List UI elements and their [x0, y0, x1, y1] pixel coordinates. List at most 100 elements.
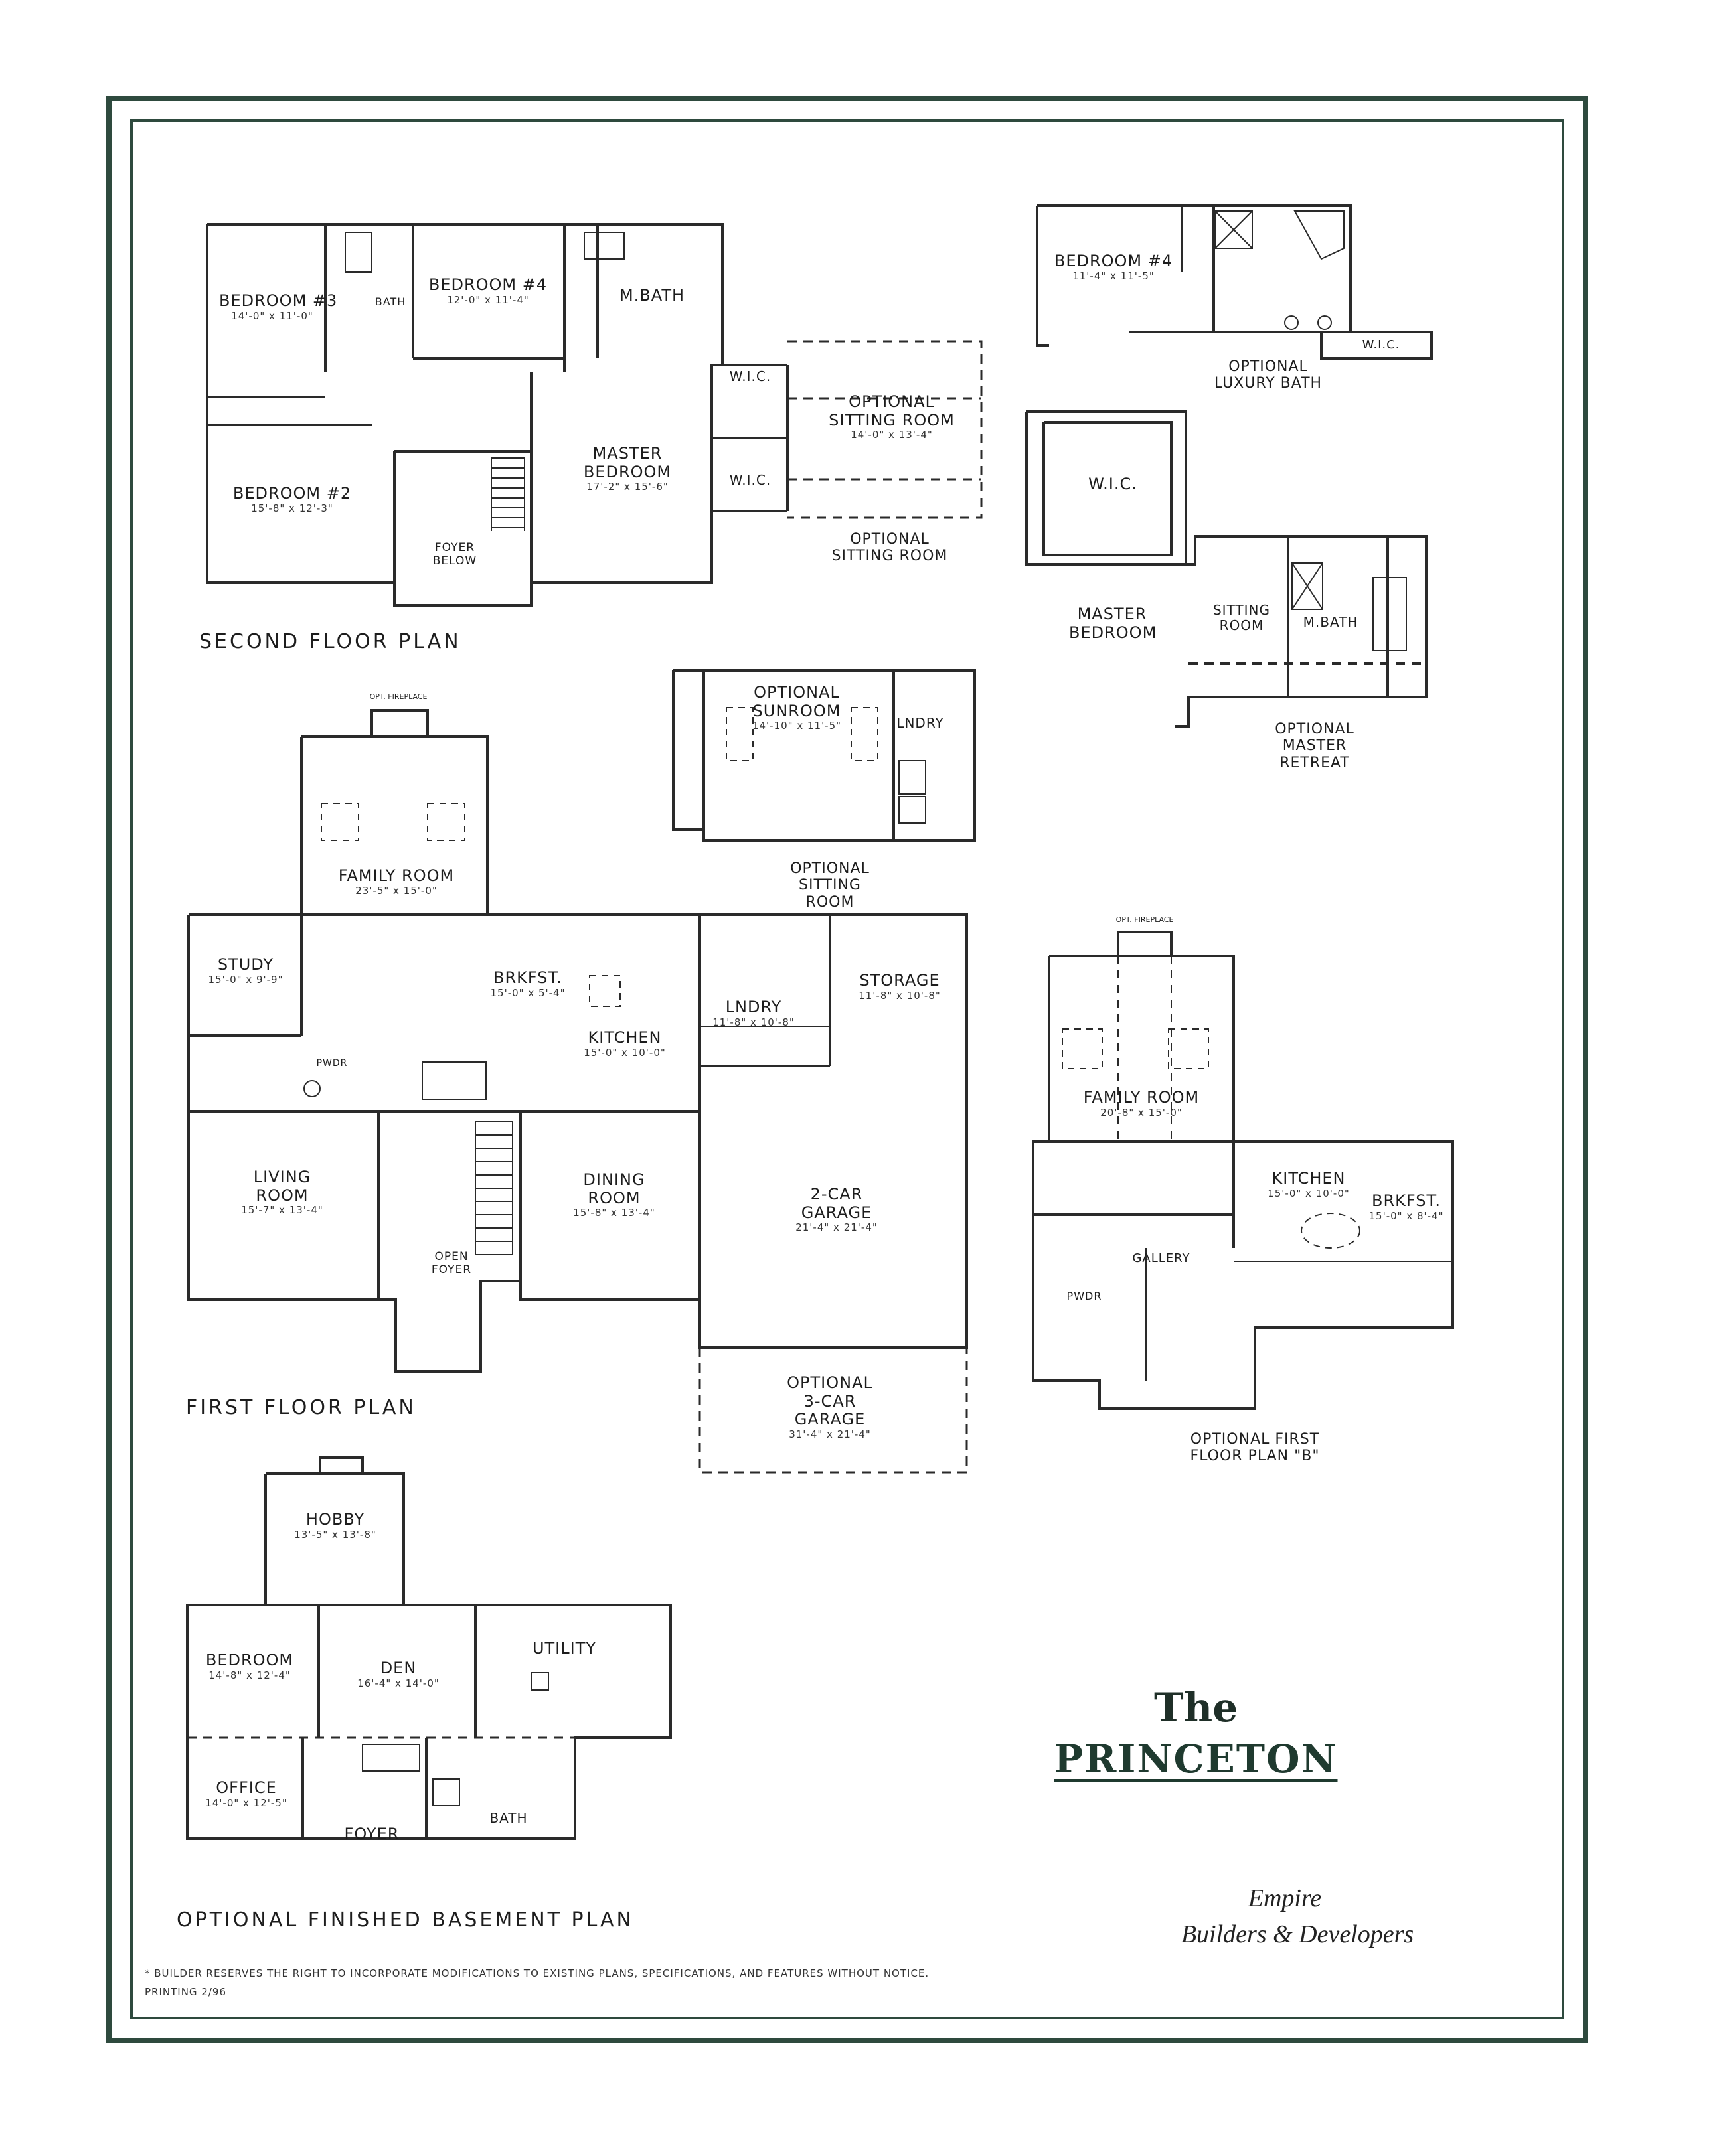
hobby-dim: 13'-5" x 13'-8"	[294, 1528, 376, 1541]
b-pwdr-label: PWDR	[1066, 1290, 1102, 1302]
foyer-below-label: FOYER BELOW	[432, 541, 477, 568]
basement-foyer-label: FOYER	[344, 1825, 400, 1843]
garage3-name: OPTIONAL 3-CAR GARAGE	[787, 1373, 873, 1429]
brand-the: The	[1154, 1685, 1238, 1731]
first-floor-b-caption: OPTIONAL FIRST FLOOR PLAN "B"	[1190, 1431, 1320, 1465]
garage3-label: OPTIONAL 3-CAR GARAGE 31'-4" x 21'-4"	[777, 1373, 883, 1440]
sunroom-caption: OPTIONAL SITTING ROOM	[790, 860, 870, 911]
second-floor-title: SECOND FLOOR PLAN	[199, 630, 461, 653]
kitchen-name: KITCHEN	[588, 1028, 662, 1047]
builder-footnote: * BUILDER RESERVES THE RIGHT TO INCORPOR…	[145, 1967, 930, 1979]
b-family-room-dim: 20'-8" x 15'-0"	[1100, 1106, 1183, 1118]
garage3-dim: 31'-4" x 21'-4"	[789, 1428, 871, 1440]
retreat-master-label: MASTER BEDROOM	[1069, 605, 1157, 642]
living-room-label: LIVING ROOM 15'-7" x 13'-4"	[232, 1168, 332, 1216]
retreat-sitting-label: SITTING ROOM	[1212, 602, 1271, 633]
office-name: OFFICE	[216, 1778, 277, 1797]
lux-bedroom4-label: BEDROOM #4 11'-4" x 11'-5"	[1050, 252, 1177, 282]
sitting-room-caption: OPTIONAL SITTING ROOM	[831, 531, 948, 565]
family-room-dim: 23'-5" x 15'-0"	[355, 884, 438, 897]
laundry-label: LNDRY 11'-8" x 10'-8"	[704, 998, 803, 1028]
inner-frame	[130, 119, 1564, 2019]
brkfst-dim: 15'-0" x 5'-4"	[490, 986, 566, 999]
first-floor-plan-drawing	[187, 709, 968, 1474]
family-room-name: FAMILY ROOM	[338, 866, 455, 885]
dining-room-name: DINING ROOM	[583, 1170, 645, 1207]
optional-sitting-dim: 14'-0" x 13'-4"	[851, 429, 933, 441]
outer-frame	[106, 96, 1588, 2043]
sunroom-label: OPTIONAL SUNROOM 14'-10" x 11'-5"	[744, 683, 850, 732]
b-family-room-name: FAMILY ROOM	[1083, 1088, 1200, 1107]
garage2-name: 2-CAR GARAGE	[801, 1185, 872, 1222]
basement-bedroom-label: BEDROOM 14'-8" x 12'-4"	[197, 1651, 303, 1681]
brkfst-name: BRKFST.	[493, 968, 562, 987]
optional-sitting-label: OPTIONAL SITTING ROOM 14'-0" x 13'-4"	[822, 392, 961, 441]
hobby-label: HOBBY 13'-5" x 13'-8"	[279, 1510, 392, 1541]
basement-bedroom-dim: 14'-8" x 12'-4"	[208, 1669, 291, 1681]
builder-name-line1: Empire	[1248, 1885, 1322, 1912]
first-floor-b-drawing	[1032, 931, 1454, 1410]
bedroom4-label: BEDROOM #4 12'-0" x 11'-4"	[425, 275, 551, 306]
sunroom-drawing	[672, 669, 976, 842]
b-kitchen-label: KITCHEN 15'-0" x 10'-0"	[1259, 1169, 1358, 1199]
retreat-mbath-label: M.BATH	[1303, 614, 1358, 630]
kitchen-label: KITCHEN 15'-0" x 10'-0"	[575, 1028, 675, 1059]
laundry-dim: 11'-8" x 10'-8"	[712, 1016, 795, 1028]
office-label: OFFICE 14'-0" x 12'-5"	[197, 1778, 296, 1809]
kitchen-dim: 15'-0" x 10'-0"	[584, 1046, 666, 1059]
storage-name: STORAGE	[859, 971, 940, 990]
fireplace-label: OPT. FIREPLACE	[369, 692, 428, 701]
master-retreat-drawing	[1025, 410, 1428, 728]
bedroom3-name: BEDROOM #3	[219, 291, 338, 310]
master-retreat-caption: OPTIONAL MASTER RETREAT	[1275, 721, 1354, 771]
printing-note: PRINTING 2/96	[145, 1986, 226, 1998]
garage2-label: 2-CAR GARAGE 21'-4" x 21'-4"	[783, 1185, 890, 1234]
basement-title: OPTIONAL FINISHED BASEMENT PLAN	[177, 1908, 634, 1932]
basement-bath-label: BATH	[489, 1810, 528, 1826]
hobby-name: HOBBY	[305, 1510, 365, 1529]
b-gallery-label: GALLERY	[1132, 1251, 1190, 1265]
brkfst-label: BRKFST. 15'-0" x 5'-4"	[478, 968, 578, 999]
retreat-wic-label: W.I.C.	[1088, 475, 1137, 493]
wic-upper-label: W.I.C.	[729, 368, 772, 384]
bedroom2-name: BEDROOM #2	[232, 484, 352, 502]
basement-bedroom-name: BEDROOM	[205, 1651, 294, 1669]
storage-dim: 11'-8" x 10'-8"	[859, 989, 941, 1002]
dining-room-label: DINING ROOM 15'-8" x 13'-4"	[564, 1170, 664, 1219]
office-dim: 14'-0" x 12'-5"	[205, 1796, 287, 1809]
mbath-label: M.BATH	[619, 286, 685, 305]
b-family-room-label: FAMILY ROOM 20'-8" x 15'-0"	[1078, 1088, 1204, 1118]
open-foyer-label: OPEN FOYER	[431, 1250, 472, 1276]
bedroom2-label: BEDROOM #2 15'-8" x 12'-3"	[232, 484, 352, 514]
garage2-dim: 21'-4" x 21'-4"	[795, 1221, 878, 1234]
lux-bedroom4-dim: 11'-4" x 11'-5"	[1072, 270, 1155, 282]
b-brkfst-dim: 15'-0" x 8'-4"	[1368, 1209, 1444, 1222]
bedroom4-dim: 12'-0" x 11'-4"	[447, 293, 529, 306]
luxury-bath-drawing	[1036, 204, 1433, 360]
bedroom2-dim: 15'-8" x 12'-3"	[251, 502, 333, 514]
sunroom-laundry-label: LNDRY	[896, 715, 944, 731]
sunroom-dim: 14'-10" x 11'-5"	[752, 720, 842, 732]
bath-label: BATH	[374, 295, 406, 308]
sunroom-name: OPTIONAL SUNROOM	[752, 683, 841, 720]
storage-label: STORAGE 11'-8" x 10'-8"	[850, 971, 949, 1002]
pwdr-label: PWDR	[316, 1058, 348, 1069]
builder-name-line2: Builders & Developers	[1181, 1920, 1414, 1948]
b-kitchen-name: KITCHEN	[1271, 1169, 1346, 1188]
brand-name: PRINCETON	[1054, 1736, 1338, 1782]
study-label: STUDY 15'-0" x 9'-9"	[199, 955, 292, 986]
bedroom3-label: BEDROOM #3 14'-0" x 11'-0"	[219, 291, 337, 322]
master-bedroom-dim: 17'-2" x 15'-6"	[586, 481, 669, 493]
second-floor-plan-drawing	[206, 223, 983, 607]
living-room-name: LIVING ROOM	[253, 1168, 311, 1205]
living-room-dim: 15'-7" x 13'-4"	[241, 1204, 323, 1217]
luxury-bath-caption: OPTIONAL LUXURY BATH	[1214, 358, 1323, 392]
dining-room-dim: 15'-8" x 13'-4"	[573, 1207, 655, 1219]
b-fireplace-label: OPT. FIREPLACE	[1115, 915, 1174, 924]
b-brkfst-name: BRKFST.	[1372, 1192, 1441, 1210]
b-kitchen-dim: 15'-0" x 10'-0"	[1268, 1187, 1350, 1199]
study-dim: 15'-0" x 9'-9"	[208, 973, 284, 986]
master-bedroom-name: MASTER BEDROOM	[583, 444, 672, 481]
den-label: DEN 16'-4" x 14'-0"	[345, 1659, 451, 1689]
